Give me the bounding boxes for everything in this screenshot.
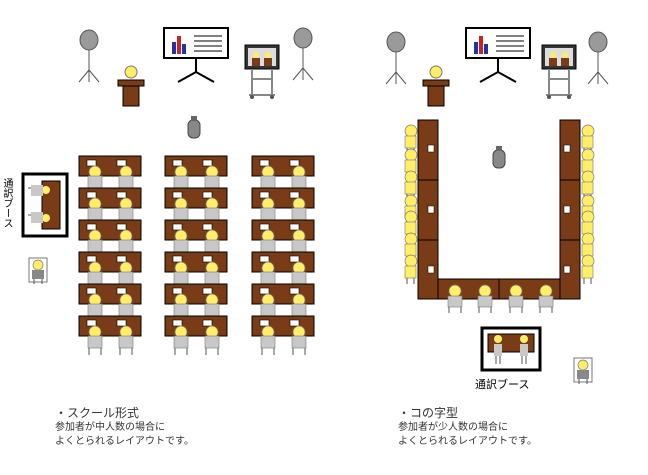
booth-label-left: 通訳ブース — [1, 178, 12, 228]
speaker-icon — [78, 29, 100, 83]
microphone-icon — [187, 115, 201, 139]
podium-icon — [422, 65, 450, 107]
booth-label-right: 通訳ブース — [475, 378, 530, 391]
u-shape-desc-line2: よくとられるレイアウトです。 — [398, 436, 537, 447]
desk-row — [78, 315, 142, 356]
podium-icon — [117, 65, 145, 107]
projector-screen-icon — [163, 27, 229, 83]
operator-person-icon — [573, 357, 593, 385]
participant-bottom — [447, 284, 463, 314]
speaker-icon — [292, 27, 314, 81]
operator-person-icon — [28, 257, 48, 285]
u-shape-caption: ・コの字型 参加者が少人数の場合に よくとられるレイアウトです。 — [398, 405, 537, 449]
school-layout — [21, 27, 315, 356]
school-caption: ・スクール形式 参加者が中人数の場合に よくとられるレイアウトです。 — [55, 405, 194, 449]
participant-right — [581, 254, 595, 285]
projector-screen-icon — [465, 27, 531, 83]
u-shape-layout — [385, 27, 609, 385]
school-desc-line1: 参加者が中人数の場合に — [55, 422, 165, 433]
participant-bottom — [477, 284, 493, 314]
school-desc-line2: よくとられるレイアウトです。 — [55, 436, 194, 447]
desk-row — [164, 315, 228, 356]
monitor-icon — [541, 44, 577, 100]
interpreter-booth-left — [21, 172, 69, 238]
speaker-icon — [587, 31, 609, 85]
u-shape-desc-line1: 参加者が少人数の場合に — [398, 422, 508, 433]
desk-row — [251, 315, 315, 356]
school-desk-grid — [78, 155, 315, 356]
monitor-icon — [244, 44, 280, 100]
interpreter-booth-right — [480, 326, 542, 372]
school-title: ・スクール形式 — [55, 406, 140, 420]
participant-bottom — [538, 284, 554, 314]
participant-left — [404, 254, 418, 285]
speaker-icon — [385, 31, 407, 85]
u-shape-title: ・コの字型 — [398, 406, 459, 420]
participant-bottom — [508, 284, 524, 314]
microphone-icon — [492, 145, 506, 169]
